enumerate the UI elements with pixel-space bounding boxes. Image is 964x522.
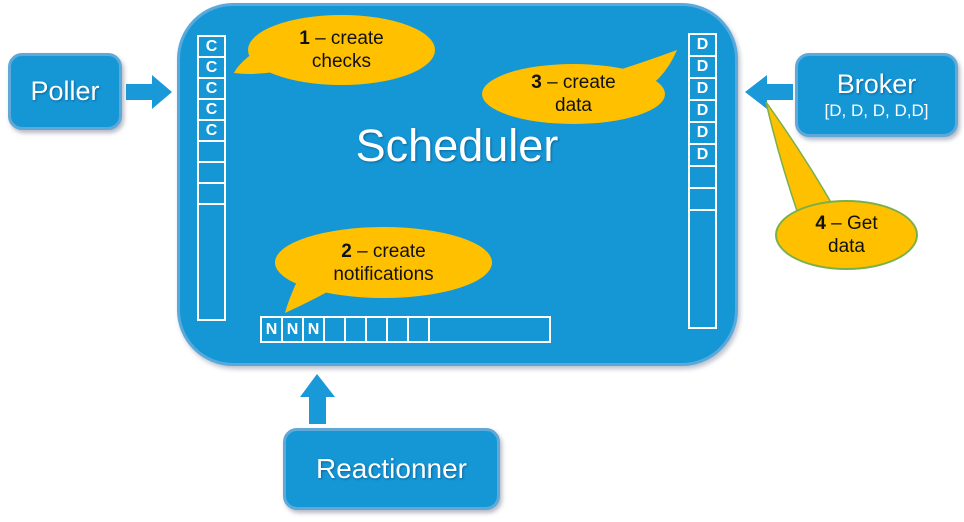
broker-node: Broker [D, D, D, D,D] <box>795 53 958 137</box>
broker-sublabel: [D, D, D, D,D] <box>824 101 929 120</box>
queue-cell: C <box>197 56 226 79</box>
bubble-create-notifications: 2 – create notifications <box>275 227 492 298</box>
queue-cell <box>688 209 717 329</box>
bubble-create-data: 3 – create data <box>482 64 665 124</box>
reactionner-node: Reactionner <box>283 428 500 510</box>
queue-cell: N <box>281 316 304 343</box>
bubble-get-data: 4 – Get data <box>775 200 918 270</box>
queue-cell: D <box>688 143 717 167</box>
queue-cell: N <box>302 316 325 343</box>
bubble-line: notifications <box>333 263 434 285</box>
bubble-line: 2 – create <box>341 240 426 262</box>
reactionner-label: Reactionner <box>316 453 467 484</box>
bubble-line: data <box>555 95 592 116</box>
check-queue: C C C C C <box>197 35 226 321</box>
bubble-number: 1 <box>299 28 310 49</box>
queue-cell <box>688 165 717 189</box>
queue-cell: N <box>260 316 283 343</box>
poller-node: Poller <box>8 53 122 130</box>
queue-cell <box>407 316 430 343</box>
queue-cell: D <box>688 121 717 145</box>
bubble-number: 2 <box>341 240 352 262</box>
arrow-reactionner-to-scheduler <box>300 374 335 424</box>
scheduler-title: Scheduler <box>355 120 559 171</box>
queue-cell <box>386 316 409 343</box>
bubble-line: 3 – create <box>531 72 616 93</box>
queue-cell: C <box>197 35 226 58</box>
queue-cell: D <box>688 77 717 101</box>
bubble-number: 4 <box>815 213 826 234</box>
queue-cell: D <box>688 55 717 79</box>
queue-cell: D <box>688 33 717 57</box>
queue-cell: D <box>688 99 717 123</box>
queue-cell <box>197 182 226 205</box>
bubble-line: 4 – Get <box>815 213 878 234</box>
bubble-create-checks: 1 – create checks <box>248 15 435 85</box>
arrow-broker-to-scheduler <box>745 75 793 109</box>
bubble-line: 1 – create <box>299 28 384 49</box>
data-queue: D D D D D D <box>688 33 717 329</box>
queue-cell <box>197 203 226 321</box>
queue-cell <box>197 140 226 163</box>
queue-cell: C <box>197 77 226 100</box>
notification-queue: N N N <box>260 316 551 343</box>
queue-cell <box>428 316 551 343</box>
broker-label: Broker <box>836 69 917 99</box>
queue-cell <box>197 161 226 184</box>
arrow-poller-to-scheduler <box>126 75 172 109</box>
bubble-number: 3 <box>531 72 542 93</box>
queue-cell <box>344 316 367 343</box>
queue-cell: C <box>197 98 226 121</box>
queue-cell <box>323 316 346 343</box>
bubble-line: data <box>828 236 865 257</box>
bubble-line: checks <box>311 51 372 72</box>
queue-cell: C <box>197 119 226 142</box>
poller-label: Poller <box>30 76 100 106</box>
queue-cell <box>365 316 388 343</box>
queue-cell <box>688 187 717 211</box>
